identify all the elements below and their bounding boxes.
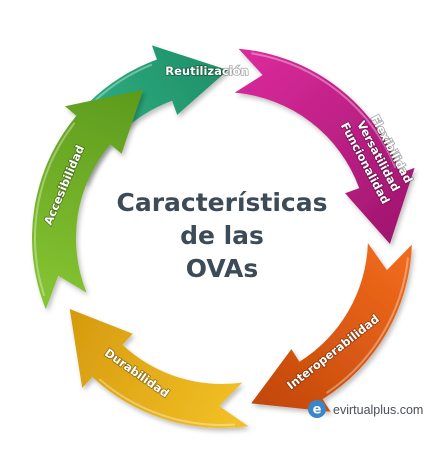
center-title-line-2: de las (180, 221, 264, 250)
arrow-accesibilidad (31, 89, 144, 310)
arrow-highlight-durabilidad (98, 378, 236, 426)
arrow-interoperabilidad (251, 243, 412, 412)
brand-watermark: e evirtualplus.com (308, 400, 423, 418)
arrow-durabilidad (69, 309, 249, 429)
cycle-arrows (31, 45, 415, 429)
brand-logo-icon (308, 400, 326, 418)
center-title: Características de las OVAs (116, 188, 327, 283)
arrow-highlight-flexibilidad (251, 52, 397, 169)
brand-url: evirtualplus.com (333, 403, 423, 417)
arrow-highlight-accesibilidad (34, 122, 76, 297)
center-title-line-1: Características (116, 188, 327, 217)
label-reutilizacion: Reutilización (165, 64, 248, 78)
center-title-line-3: OVAs (186, 254, 258, 283)
arrow-highlight-interoperabilidad (326, 257, 409, 394)
brand-logo-letter: e (313, 403, 322, 418)
arrow-flexibilidad (234, 48, 415, 244)
